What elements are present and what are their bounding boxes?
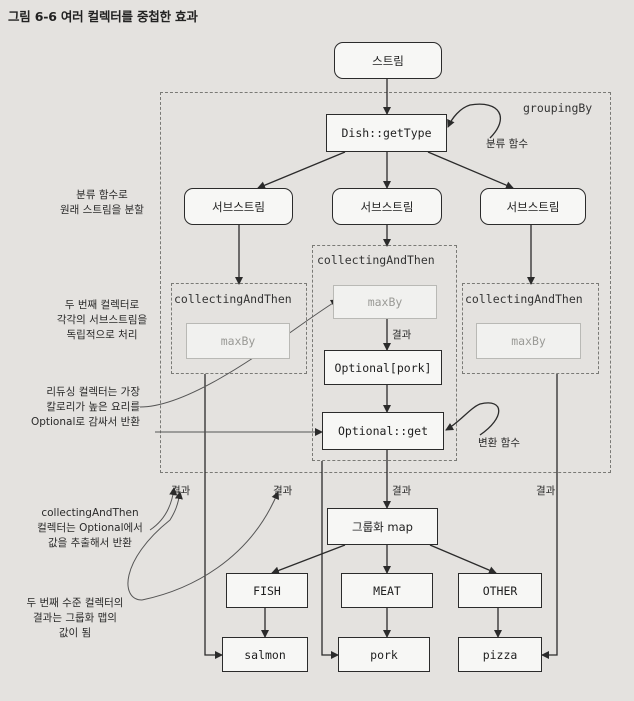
split-note: 분류 함수로 원래 스트림을 분할 <box>42 188 162 218</box>
arrow-transform-curve <box>445 402 500 436</box>
collecting-label-right: collectingAndThen <box>465 292 583 306</box>
result-label-left: 결과 <box>171 485 191 497</box>
grouping-by-container <box>160 92 611 473</box>
grouping-map-node: 그룹화 map <box>327 508 438 545</box>
collecting-and-then-note-line-2: 컬렉터는 Optional에서 <box>37 522 143 534</box>
collecting-label-mid: collectingAndThen <box>317 253 435 267</box>
substream-node-2: 서브스트림 <box>332 188 442 225</box>
split-note-line-1: 분류 함수로 <box>76 189 128 201</box>
second-level-note-line-2: 결과는 그룹화 맵의 <box>33 612 117 624</box>
pizza-node: pizza <box>458 637 542 672</box>
collecting-and-then-note-line-3: 값을 추출해서 반환 <box>48 537 132 549</box>
second-level-note: 두 번째 수준 컬렉터의 결과는 그룹화 맵의 값이 됨 <box>10 596 140 641</box>
pointer-second-level-left <box>127 491 183 601</box>
second-collector-note-line-2: 각각의 서브스트림을 <box>56 314 148 326</box>
pointer-reducing-note <box>139 299 339 408</box>
fish-node: FISH <box>226 573 308 608</box>
transform-function-label: 변환 함수 <box>478 437 520 449</box>
figure-title: 그림 6-6 여러 컬렉터를 중첩한 효과 <box>8 9 198 24</box>
arrow-left-result-to-salmon <box>204 374 223 659</box>
result-label-center: 결과 <box>392 485 412 497</box>
collecting-and-then-note-line-1: collectingAndThen <box>41 507 139 519</box>
pork-node: pork <box>338 637 430 672</box>
substream-node-1: 서브스트림 <box>184 188 293 225</box>
collecting-label-left: collectingAndThen <box>174 292 292 306</box>
second-collector-note-line-1: 두 번째 컬렉터로 <box>64 299 140 311</box>
get-type-node: Dish::getType <box>326 114 447 152</box>
max-by-node-right: maxBy <box>476 323 581 359</box>
stream-node: 스트림 <box>334 42 442 79</box>
max-by-node-left: maxBy <box>186 323 290 359</box>
arrow-map-to-fish <box>271 544 346 575</box>
reducing-note-line-1: 리듀싱 컬렉터는 가장 <box>46 386 140 398</box>
second-collector-note-line-3: 독립적으로 처리 <box>66 329 138 341</box>
grouping-by-label: groupingBy <box>523 101 593 115</box>
arrow-mid-result-to-pork <box>321 461 339 659</box>
collecting-and-then-note: collectingAndThen 컬렉터는 Optional에서 값을 추출해… <box>26 506 154 551</box>
substream-node-3: 서브스트림 <box>480 188 586 225</box>
result-label-right: 결과 <box>536 485 556 497</box>
meat-node: MEAT <box>341 573 433 608</box>
split-note-line-2: 원래 스트림을 분할 <box>60 204 144 216</box>
arrow-right-result-to-pizza <box>541 374 558 659</box>
second-collector-note: 두 번째 컬렉터로 각각의 서브스트림을 독립적으로 처리 <box>42 298 162 343</box>
max-by-node-mid: maxBy <box>333 285 437 319</box>
classification-function-label: 분류 함수 <box>486 138 528 150</box>
other-node: OTHER <box>458 573 542 608</box>
optional-pork-node: Optional[pork] <box>324 350 442 385</box>
reducing-note-line-2: 칼로리가 높은 요리를 <box>46 401 140 413</box>
optional-get-node: Optional::get <box>322 412 444 450</box>
arrow-classification-curve <box>447 103 502 139</box>
pointer-second-level-right <box>141 491 280 601</box>
salmon-node: salmon <box>222 637 308 672</box>
result-label-center-left: 결과 <box>273 485 293 497</box>
pointer-collecting-and-then <box>149 487 178 531</box>
reducing-note: 리듀싱 컬렉터는 가장 칼로리가 높은 요리를 Optional로 감싸서 반환 <box>10 385 140 430</box>
reducing-note-line-3: Optional로 감싸서 반환 <box>30 416 140 428</box>
second-level-note-line-3: 값이 됨 <box>58 627 92 639</box>
arrow-gettype-to-sub3 <box>427 151 514 189</box>
arrow-gettype-to-sub1 <box>257 151 346 190</box>
result-label-mid: 결과 <box>392 329 412 341</box>
arrow-map-to-other <box>429 544 497 574</box>
second-level-note-line-1: 두 번째 수준 컬렉터의 <box>26 597 124 609</box>
